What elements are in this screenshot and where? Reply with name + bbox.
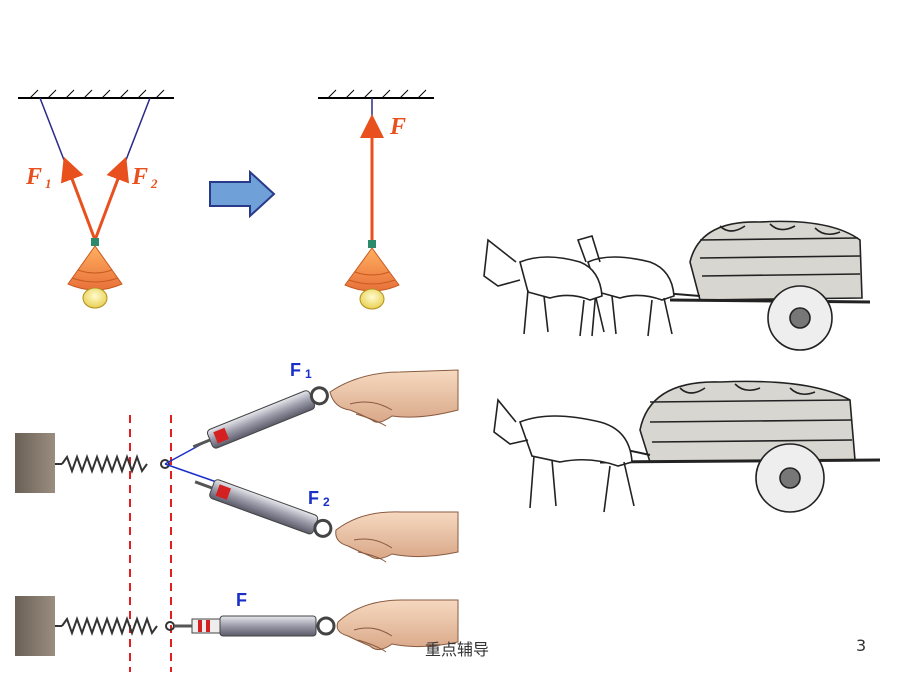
- spring-scale-icon: [174, 615, 336, 637]
- lamp-icon: [344, 240, 400, 310]
- label-spring-f2-sub: 2: [323, 495, 330, 509]
- label-f1-sub: 1: [45, 176, 52, 191]
- ceiling-left: [18, 89, 174, 99]
- hand-icon: [336, 599, 459, 653]
- hand-icon: [335, 511, 459, 563]
- force-arrow-f1: [60, 156, 97, 241]
- label-spring-f: F: [236, 590, 247, 610]
- guide-lines: [129, 415, 172, 672]
- spring-bottom: [55, 616, 175, 636]
- wall-top: [15, 433, 55, 493]
- wall-bottom: [15, 596, 55, 656]
- label-f2-main: F: [132, 164, 149, 190]
- ceiling-right: [318, 89, 434, 99]
- label-f1-main: F: [26, 164, 43, 190]
- horse-cart-icon: [483, 220, 881, 513]
- label-spring-f1-main: F: [290, 360, 301, 380]
- right-arrow-icon: [209, 169, 276, 219]
- label-f: F: [390, 114, 407, 140]
- spring-top: [55, 454, 170, 474]
- hand-icon: [329, 369, 459, 427]
- force-arrow-f2: [93, 156, 130, 241]
- label-f2-sub: 2: [151, 176, 158, 191]
- label-spring-f1-sub: 1: [305, 367, 312, 381]
- spring-scale-icon: [194, 479, 333, 538]
- footer-text: 重点辅导: [425, 640, 490, 659]
- lamp-icon: [67, 238, 123, 309]
- page-number: 3: [856, 636, 867, 655]
- spring-scale-icon: [192, 386, 329, 449]
- label-spring-f2-main: F: [308, 488, 319, 508]
